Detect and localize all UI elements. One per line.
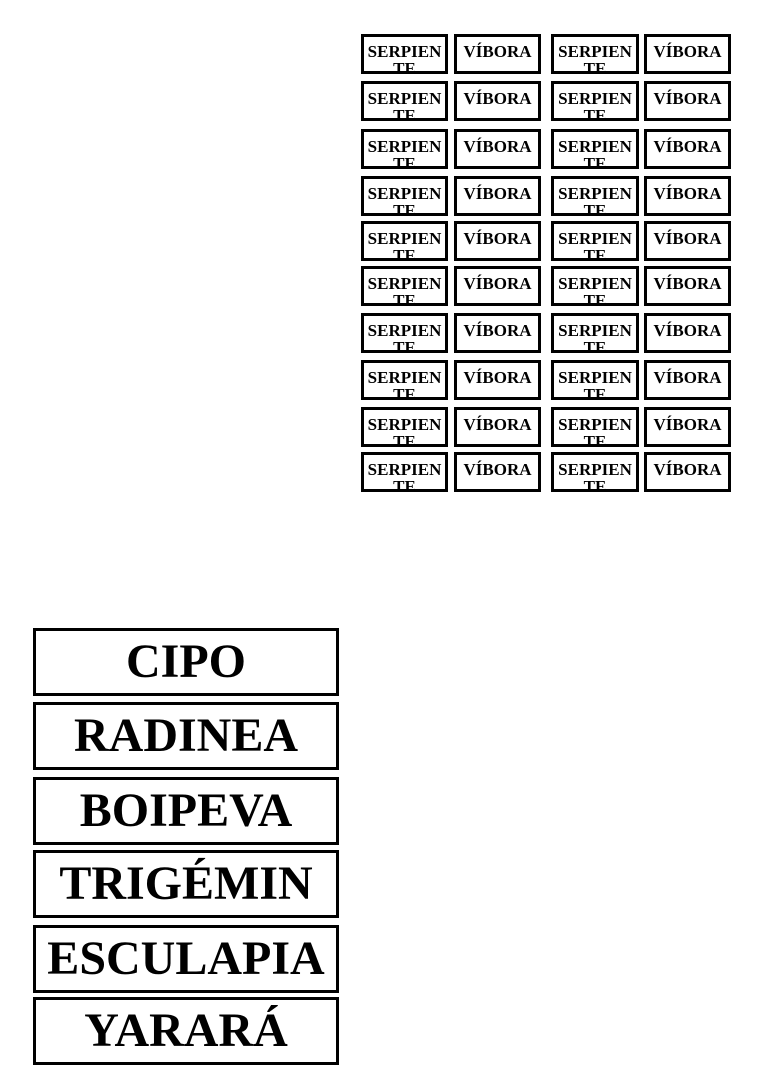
word-card: SERPIENTE (361, 81, 448, 121)
word-card: VÍBORA (644, 129, 731, 169)
word-card: SERPIENTE (361, 313, 448, 353)
word-card: VÍBORA (644, 313, 731, 353)
card-row: SERPIENTE VÍBORA SERPIENTE VÍBORA (361, 34, 733, 74)
word-card-text: SERPIENTE (367, 460, 442, 492)
word-label: TRIGÉMIN (33, 850, 339, 918)
word-card: VÍBORA (454, 34, 541, 74)
word-card-text: SERPIENTE (367, 321, 442, 353)
word-card: VÍBORA (644, 176, 731, 216)
word-card: SERPIENTE (361, 129, 448, 169)
word-card-text: VÍBORA (463, 184, 532, 203)
word-card-text: VÍBORA (653, 229, 722, 248)
card-row: SERPIENTE VÍBORA SERPIENTE VÍBORA (361, 81, 733, 121)
small-card-grid: SERPIENTE VÍBORA SERPIENTE VÍBORA SERPIENTE V… (361, 34, 733, 494)
word-card-text: VÍBORA (653, 460, 722, 479)
word-card: VÍBORA (644, 266, 731, 306)
word-card: SERPIENTE (551, 452, 639, 492)
word-card: VÍBORA (644, 221, 731, 261)
word-card: VÍBORA (644, 407, 731, 447)
word-card: SERPIENTE (361, 266, 448, 306)
card-row: SERPIENTE VÍBORA SERPIENTE VÍBORA (361, 266, 733, 306)
card-row: SERPIENTE VÍBORA SERPIENTE VÍBORA (361, 176, 733, 216)
word-card: SERPIENTE (361, 176, 448, 216)
word-card-text: VÍBORA (463, 89, 532, 108)
word-card-text: VÍBORA (653, 321, 722, 340)
word-card: VÍBORA (644, 360, 731, 400)
word-card-text: SERPIENTE (558, 184, 632, 216)
word-card-text: VÍBORA (463, 229, 532, 248)
word-label: ESCULAPIA (33, 925, 339, 993)
word-card: VÍBORA (454, 129, 541, 169)
card-row: SERPIENTE VÍBORA SERPIENTE VÍBORA (361, 129, 733, 169)
word-card-text: SERPIENTE (558, 460, 632, 492)
word-card-text: SERPIENTE (558, 89, 632, 121)
word-card-text: SERPIENTE (558, 368, 632, 400)
word-card-text: SERPIENTE (558, 42, 632, 74)
word-card: SERPIENTE (361, 407, 448, 447)
word-label: BOIPEVA (33, 777, 339, 845)
word-card-text: VÍBORA (463, 42, 532, 61)
word-card-text: VÍBORA (653, 89, 722, 108)
word-card-text: VÍBORA (653, 274, 722, 293)
word-label: CIPO (33, 628, 339, 696)
word-card: SERPIENTE (551, 176, 639, 216)
word-card-text: SERPIENTE (558, 321, 632, 353)
word-card-text: VÍBORA (653, 137, 722, 156)
word-card: SERPIENTE (551, 266, 639, 306)
word-card-text: VÍBORA (463, 137, 532, 156)
card-row: SERPIENTE VÍBORA SERPIENTE VÍBORA (361, 452, 733, 492)
word-card-text: VÍBORA (463, 415, 532, 434)
word-card: SERPIENTE (551, 221, 639, 261)
word-card: SERPIENTE (361, 360, 448, 400)
word-card: SERPIENTE (551, 313, 639, 353)
word-card-text: SERPIENTE (367, 137, 442, 169)
word-card-text: SERPIENTE (558, 229, 632, 261)
word-card: VÍBORA (644, 34, 731, 74)
word-card-text: SERPIENTE (367, 184, 442, 216)
word-card-text: VÍBORA (653, 42, 722, 61)
word-card-text: VÍBORA (463, 368, 532, 387)
word-card-text: SERPIENTE (367, 89, 442, 121)
word-card-text: VÍBORA (653, 368, 722, 387)
word-card-text: SERPIENTE (367, 415, 442, 447)
word-card-text: SERPIENTE (367, 274, 442, 306)
word-card-text: SERPIENTE (558, 415, 632, 447)
word-card: SERPIENTE (551, 407, 639, 447)
word-card-text: SERPIENTE (558, 137, 632, 169)
word-card: SERPIENTE (361, 34, 448, 74)
card-row: SERPIENTE VÍBORA SERPIENTE VÍBORA (361, 360, 733, 400)
word-label: RADINEA (33, 702, 339, 770)
word-card: SERPIENTE (551, 34, 639, 74)
word-card-text: VÍBORA (463, 460, 532, 479)
word-card: SERPIENTE (551, 129, 639, 169)
word-card: VÍBORA (454, 176, 541, 216)
word-card: SERPIENTE (551, 360, 639, 400)
word-card: SERPIENTE (361, 221, 448, 261)
word-card-text: VÍBORA (653, 415, 722, 434)
word-card: VÍBORA (454, 452, 541, 492)
word-card-text: VÍBORA (653, 184, 722, 203)
word-card-text: VÍBORA (463, 321, 532, 340)
card-row: SERPIENTE VÍBORA SERPIENTE VÍBORA (361, 407, 733, 447)
word-card-text: SERPIENTE (367, 42, 442, 74)
word-card: VÍBORA (454, 81, 541, 121)
word-card: VÍBORA (454, 313, 541, 353)
card-row: SERPIENTE VÍBORA SERPIENTE VÍBORA (361, 313, 733, 353)
word-card: SERPIENTE (361, 452, 448, 492)
word-label: YARARÁ (33, 997, 339, 1065)
word-card: VÍBORA (644, 452, 731, 492)
word-card-text: SERPIENTE (367, 368, 442, 400)
word-card: VÍBORA (644, 81, 731, 121)
word-card-text: SERPIENTE (367, 229, 442, 261)
word-card: VÍBORA (454, 407, 541, 447)
card-row: SERPIENTE VÍBORA SERPIENTE VÍBORA (361, 221, 733, 261)
word-card: SERPIENTE (551, 81, 639, 121)
word-card: VÍBORA (454, 360, 541, 400)
word-card-text: SERPIENTE (558, 274, 632, 306)
word-card: VÍBORA (454, 266, 541, 306)
word-card-text: VÍBORA (463, 274, 532, 293)
word-card: VÍBORA (454, 221, 541, 261)
